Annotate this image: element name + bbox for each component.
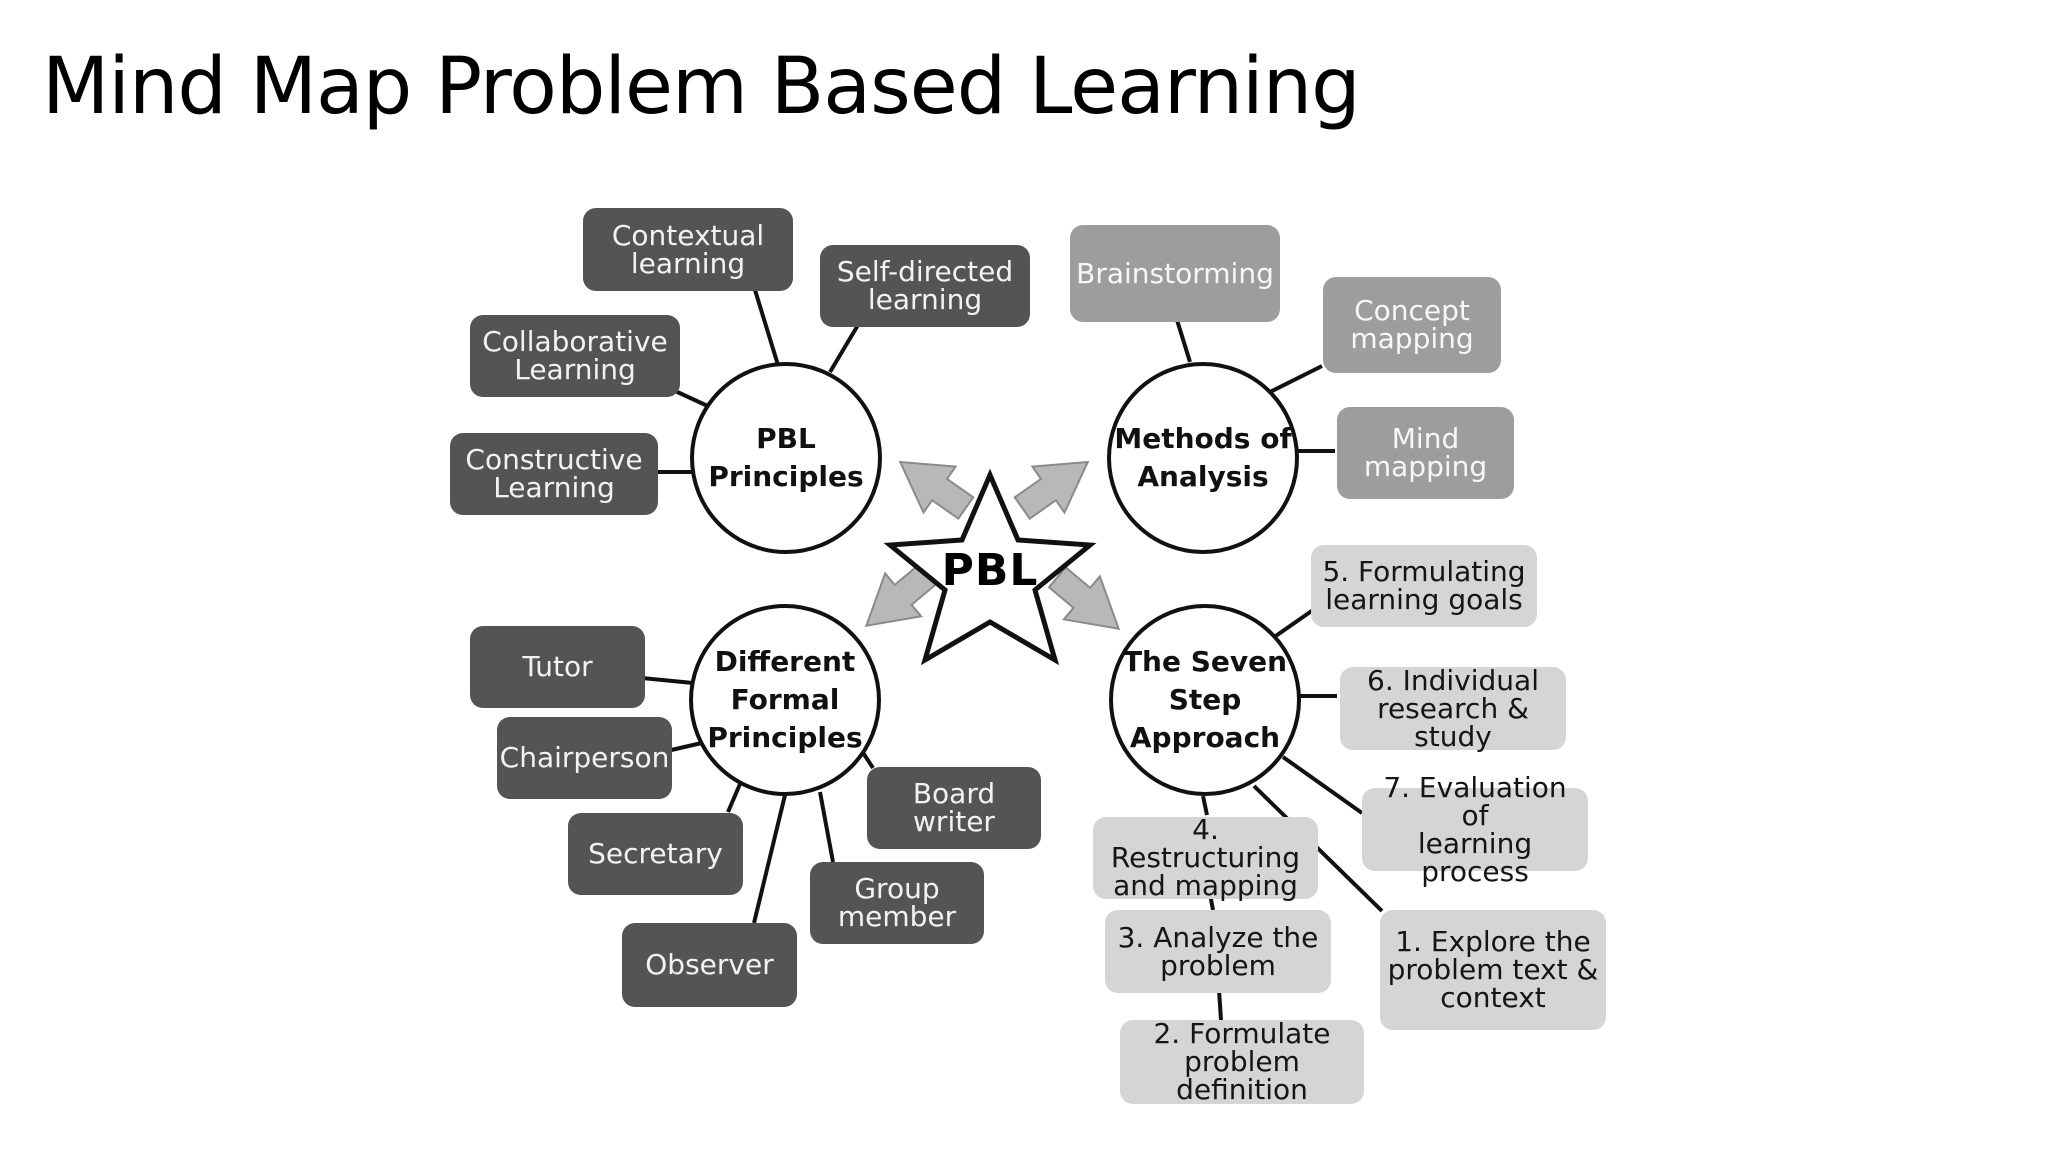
hub-label-different-formal-principles: Different Formal Principles <box>707 645 863 754</box>
center-star <box>883 468 1097 666</box>
arrow-to-seven-step-approach <box>1047 565 1121 630</box>
hub-label-pbl-principles: PBL Principles <box>708 422 864 493</box>
node-brainstorming: Brainstorming <box>1070 225 1280 322</box>
node-constructive-learning: Constructive Learning <box>450 433 658 515</box>
arrow-to-methods-of-analysis <box>1013 460 1090 520</box>
connector-tutor <box>641 676 694 685</box>
node-observer: Observer <box>622 923 797 1007</box>
hub-circle-pbl-principles <box>690 362 882 554</box>
node-step-2: 2. Formulate problem definition <box>1120 1020 1364 1104</box>
connector-concept <box>1267 364 1323 395</box>
node-step-7: 7. Evaluation of learning process <box>1362 773 1588 885</box>
slide-title: Mind Map Problem Based Learning <box>42 42 1361 132</box>
center-label: PBL <box>941 544 1039 596</box>
connector-secretary <box>726 783 742 813</box>
node-contextual-learning: Contextual learning <box>583 208 793 291</box>
node-step-3: 3. Analyze the problem <box>1105 910 1331 993</box>
node-step-6: 6. Individual research & study <box>1340 666 1566 750</box>
connector-step-3-2 <box>1217 989 1223 1021</box>
connector-observer <box>752 794 787 924</box>
connector-group-member <box>818 791 835 863</box>
connector-lines <box>641 289 1384 1021</box>
hub-circle-different-formal-principles <box>689 604 881 796</box>
node-group-member: Group member <box>810 862 984 944</box>
node-tutor: Tutor <box>470 626 645 708</box>
hub-circle-methods-of-analysis <box>1107 362 1299 554</box>
connector-collaborative <box>672 388 713 410</box>
node-board-writer: Board writer <box>867 767 1041 849</box>
node-self-directed-learning: Self-directed learning <box>820 245 1030 327</box>
node-chairperson: Chairperson <box>497 717 672 799</box>
connector-step-1 <box>1252 784 1384 913</box>
connector-step-7 <box>1281 755 1364 815</box>
node-secretary: Secretary <box>568 813 743 895</box>
connector-contextual <box>753 289 780 366</box>
connector-step-5 <box>1268 608 1315 642</box>
node-step-4: 4. Restructuring and mapping <box>1093 816 1318 900</box>
node-concept-mapping: Concept mapping <box>1323 277 1501 373</box>
node-step-1: 1. Explore the problem text & context <box>1380 910 1606 1030</box>
node-collaborative-learning: Collaborative Learning <box>470 315 680 397</box>
hub-label-methods-of-analysis: Methods of Analysis <box>1114 422 1292 493</box>
connector-self-directed <box>828 323 860 374</box>
connector-step-4 <box>1201 795 1209 816</box>
connector-brainstorming <box>1175 319 1192 363</box>
hub-circle-seven-step-approach <box>1109 604 1301 796</box>
node-mind-mapping: Mind mapping <box>1337 407 1514 499</box>
node-step-5: 5. Formulating learning goals <box>1311 545 1537 627</box>
arrow-to-pbl-principles <box>898 460 975 520</box>
hub-label-seven-step-approach: The Seven Step Approach <box>1122 645 1288 754</box>
direction-arrows <box>864 460 1121 630</box>
